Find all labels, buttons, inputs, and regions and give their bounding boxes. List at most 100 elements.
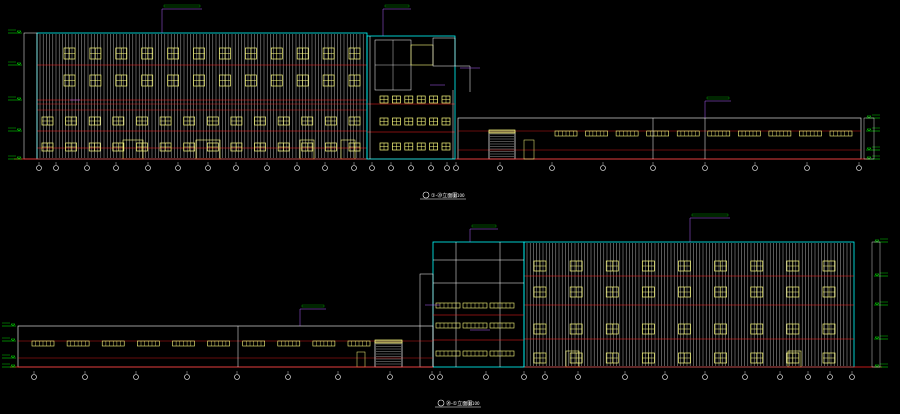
axis-bubble-icon bbox=[36, 165, 42, 171]
axis-bubble-icon bbox=[702, 165, 708, 171]
window bbox=[714, 323, 727, 335]
axis-bubble-icon bbox=[650, 165, 656, 171]
axis-bubble-icon bbox=[388, 165, 394, 171]
window bbox=[786, 352, 800, 364]
axis-bubble-icon bbox=[428, 165, 434, 171]
axis-bubble-icon bbox=[387, 374, 393, 380]
window bbox=[348, 74, 361, 87]
strip-window bbox=[207, 340, 230, 347]
strip-window bbox=[101, 340, 125, 347]
strip-window bbox=[137, 340, 160, 347]
strip-window bbox=[489, 350, 515, 357]
window bbox=[115, 74, 128, 87]
window bbox=[63, 74, 76, 87]
axis-bubble-icon bbox=[133, 374, 139, 380]
window bbox=[441, 95, 451, 104]
window bbox=[786, 260, 800, 272]
strip-window bbox=[462, 350, 488, 357]
strip-window bbox=[312, 340, 336, 347]
strip-window bbox=[676, 130, 700, 137]
window bbox=[379, 95, 389, 104]
lower-scale-text: 1:100 bbox=[468, 401, 480, 406]
axis-bubble-icon bbox=[856, 165, 862, 171]
window bbox=[714, 286, 727, 298]
window bbox=[569, 323, 583, 335]
axis-bubble-icon bbox=[294, 165, 300, 171]
strip-window bbox=[489, 302, 515, 309]
window bbox=[533, 260, 547, 272]
strip-window bbox=[489, 322, 515, 329]
title-marker-icon bbox=[437, 399, 445, 407]
strip-window bbox=[435, 322, 461, 329]
axis-bubble-icon bbox=[575, 374, 581, 380]
window bbox=[416, 142, 426, 151]
window bbox=[348, 142, 361, 152]
axis-bubble-icon bbox=[702, 374, 708, 380]
window bbox=[301, 116, 314, 126]
strip-window bbox=[277, 340, 301, 347]
window bbox=[429, 142, 438, 151]
axis-bubble-icon bbox=[82, 374, 88, 380]
window bbox=[88, 142, 101, 152]
level-marker-icon bbox=[874, 364, 880, 368]
window bbox=[230, 142, 243, 152]
window bbox=[533, 323, 547, 335]
window bbox=[642, 260, 655, 272]
axis-bubble-icon bbox=[453, 165, 459, 171]
axis-bubble-icon bbox=[742, 374, 748, 380]
strip-window bbox=[31, 340, 55, 347]
window bbox=[533, 352, 547, 364]
window bbox=[206, 142, 219, 152]
lower-leader-notes bbox=[299, 213, 730, 331]
upper-dimension-marks bbox=[8, 29, 880, 160]
axis-bubble-icon bbox=[175, 165, 181, 171]
strip-window bbox=[554, 130, 578, 137]
axis-bubble-icon bbox=[622, 374, 628, 380]
level-marker-icon bbox=[866, 156, 872, 160]
axis-bubble-icon bbox=[322, 165, 328, 171]
axis-bubble-icon bbox=[335, 374, 341, 380]
level-marker-icon bbox=[874, 336, 880, 340]
axis-bubble-icon bbox=[31, 374, 37, 380]
strip-window bbox=[738, 130, 761, 137]
window bbox=[786, 286, 800, 298]
window bbox=[786, 323, 800, 335]
axis-bubble-icon bbox=[429, 374, 435, 380]
window bbox=[678, 352, 691, 364]
window bbox=[41, 142, 54, 152]
window bbox=[379, 117, 389, 126]
strip-window bbox=[799, 130, 822, 137]
axis-bubble-icon bbox=[542, 374, 548, 380]
window bbox=[569, 260, 583, 272]
axis-bubble-icon bbox=[777, 374, 783, 380]
window bbox=[65, 142, 77, 152]
window bbox=[605, 260, 619, 272]
axis-bubble-icon bbox=[84, 165, 90, 171]
window bbox=[219, 74, 231, 87]
window bbox=[750, 352, 764, 364]
window bbox=[112, 116, 125, 126]
level-marker-icon bbox=[866, 115, 872, 119]
window bbox=[822, 352, 836, 364]
window bbox=[193, 74, 205, 87]
level-marker-icon bbox=[10, 364, 16, 368]
axis-bubble-icon bbox=[437, 374, 443, 380]
window bbox=[569, 352, 583, 364]
axis-bubble-icon bbox=[752, 165, 758, 171]
window bbox=[678, 323, 691, 335]
window bbox=[750, 260, 764, 272]
window bbox=[533, 286, 547, 298]
axis-bubble-icon bbox=[600, 165, 606, 171]
level-marker-icon bbox=[16, 156, 22, 160]
window bbox=[322, 74, 335, 87]
axis-bubble-icon bbox=[804, 165, 810, 171]
window bbox=[219, 47, 231, 60]
level-marker-icon bbox=[16, 97, 22, 101]
lower-elevation-drawing bbox=[2, 213, 888, 380]
lower-middle-block bbox=[419, 241, 525, 368]
strip-window bbox=[768, 130, 792, 137]
level-marker-icon bbox=[10, 338, 16, 342]
axis-bubble-icon bbox=[113, 165, 119, 171]
strip-window bbox=[585, 130, 608, 137]
